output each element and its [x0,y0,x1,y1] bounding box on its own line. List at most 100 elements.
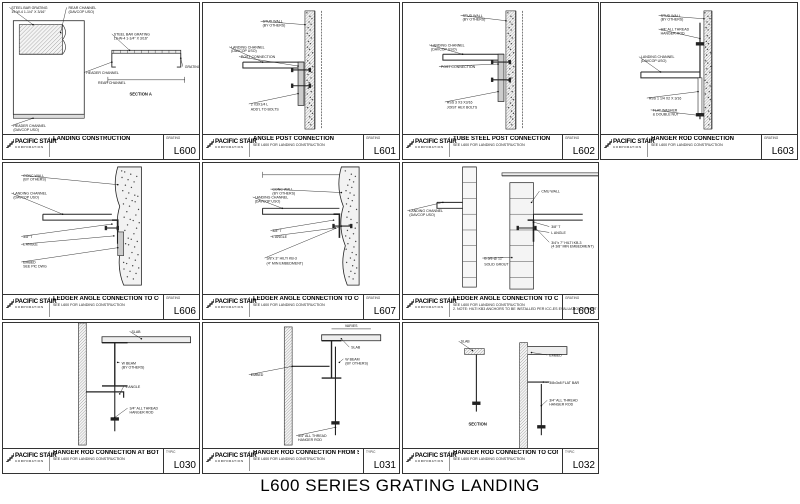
stair-logo-icon [206,299,214,308]
company-name: PACIFIC STAIR [15,452,57,459]
detail-note: (DAVCOP USO) [409,213,435,217]
detail-drawing: STUD WALL(BY OTHERS) 3/4" ALL THREADHANGE… [638,10,713,130]
detail-note: (BY OTHERS) [661,18,684,22]
detail-note: (DAVCOP USO) [13,195,39,199]
company-sub: CORPORATION [415,145,444,149]
stair-logo-icon [406,139,414,148]
detail-drawing: STUD WALL(BY OTHERS)LANDING CHANNEL(DAVC… [429,10,523,130]
detail-note: W BEAM [122,361,136,365]
detail-note: LANDING CHANNEL [255,195,289,199]
detail-category: GRATING [366,296,381,300]
company-name: PACIFIC STAIR [215,452,257,459]
detail-subnote: SEE L600 FOR LANDING CONSTRUCTION [253,457,325,461]
detail-note: HEADER CHANNEL [86,71,119,75]
detail-number-box: GRATING L600 [163,135,199,159]
detail-note: 3/8" T [272,229,282,233]
detail-category: TYPIC [565,450,575,454]
detail-category: GRATING [764,136,779,140]
detail-note: EMBED [251,373,264,377]
company-sub: CORPORATION [415,459,444,463]
detail-note: (4" MIN EMBEDMENT) [267,261,304,265]
detail-note: POST CONNECTION [441,65,476,69]
detail-note: HANGER ROD [661,32,685,36]
title-block: PACIFIC STAIR CORPORATION LANDING CONSTR… [3,134,199,159]
stair-logo-icon [206,139,214,148]
detail-number: L603 [771,146,794,157]
detail-number-box: GRATING L603 [761,135,797,159]
company-logo: PACIFIC STAIR CORPORATION [405,297,457,317]
detail-panel-l607: CONC WALL(BY OTHERS)LANDING CHANNEL(DAVC… [202,162,400,320]
detail-note: SLAB [351,346,361,350]
detail-number: L606 [173,306,196,317]
detail-note: 3/4" ALL THREAD [298,434,327,438]
detail-note: & DOUBLE NUT [653,112,680,116]
detail-title: LEDGER ANGLE CONNECTION TO CMU WALL WITH… [453,296,558,302]
stair-logo-icon [6,453,14,462]
detail-number: L031 [373,460,396,471]
detail-number-box: GRATING L602 [562,135,598,159]
detail-note: STUD WALL [463,14,483,18]
detail-note: EMBED [549,353,562,357]
sheet-title: L600 SERIES GRATING LANDING [260,476,540,495]
detail-note: 3/8" T [23,235,33,239]
detail-note: REAR CHANNEL [98,81,126,85]
company-sub: CORPORATION [613,145,642,149]
company-sub: CORPORATION [215,145,244,149]
detail-note: STEEL BAR GRATING [11,6,47,10]
detail-subnote: SEE L600 FOR LANDING CONSTRUCTION [651,143,723,147]
title-block: PACIFIC STAIR CORPORATION ANGLE POST CON… [203,134,399,159]
detail-note: 3/4"x 7" HILTI KB-3 [551,241,581,245]
detail-drawing: CONC WALL(BY OTHERS)LANDING CHANNEL(DAVC… [11,166,142,286]
detail-note: 3/4" ALL THREAD [661,28,690,32]
detail-note: W BEAM [345,357,359,361]
detail-note: 19-W-4 1-1/4" X 3/16" [11,10,46,14]
detail-panel-l602: STUD WALL(BY OTHERS)LANDING CHANNEL(DAVC… [402,2,599,160]
company-name: PACIFIC STAIR [215,138,257,145]
detail-note: VARIES [345,324,358,328]
company-logo: PACIFIC STAIR CORPORATION [5,451,57,471]
title-block: PACIFIC STAIR CORPORATION LEDGER ANGLE C… [203,294,399,319]
title-block: PACIFIC STAIR CORPORATION LEDGER ANGLE C… [403,294,598,319]
detail-panel-l606: CONC WALL(BY OTHERS)LANDING CHANNEL(DAVC… [2,162,200,320]
detail-note: STUD WALL [661,14,681,18]
detail-title: HANGER ROD CONNECTION AT BOTTOM OF STRUC… [53,450,159,456]
stair-logo-icon [6,139,14,148]
detail-note: STEEL BAR GRATING [114,33,150,37]
detail-number-box: GRATING L606 [163,295,199,319]
company-sub: CORPORATION [15,305,44,309]
detail-note: LANDING CHANNEL [13,192,47,196]
detail-note: (DAVCOP USO) [255,199,281,203]
detail-note: SLAB [461,340,471,344]
detail-note: L ANGLE [23,243,38,247]
detail-panel-l601: STUD WALL(BY OTHERS)LANDING CHANNEL(DAVC… [202,2,400,160]
detail-note: HANGER ROD [549,403,573,407]
detail-number: L601 [373,146,396,157]
detail-note: (DAVCOP USO) [231,49,257,53]
detail-note: HSS 3 X3 X3/16 [447,100,473,104]
company-name: PACIFIC STAIR [415,452,457,459]
detail-number: L030 [173,460,196,471]
title-block: PACIFIC STAIR CORPORATION TUBE STEEL POS… [403,134,598,159]
detail-category: GRATING [565,136,580,140]
company-name: PACIFIC STAIR [215,298,257,305]
detail-note: (BY OTHERS) [272,192,295,196]
detail-category: GRATING [565,296,580,300]
detail-note: (BY OTHERS) [23,178,46,182]
detail-number: L602 [572,146,595,157]
detail-drawing: LANDING CHANNEL(DAVCOP USO)CMU WALL3/8" … [407,166,598,290]
company-name: PACIFIC STAIR [15,298,57,305]
title-block: PACIFIC STAIR CORPORATION HANGER ROD CON… [601,134,797,159]
detail-subnote: SEE L600 FOR LANDING CONSTRUCTION [53,457,125,461]
detail-category: GRATING [166,136,181,140]
detail-note: HEADER CHANNEL [13,124,46,128]
company-name: PACIFIC STAIR [415,138,457,145]
detail-note: LANDING CHANNEL [231,45,265,49]
detail-title: LEDGER ANGLE CONNECTION TO CONCRETE WALL… [253,296,359,302]
company-sub: CORPORATION [15,459,44,463]
detail-category: GRATING [366,136,381,140]
